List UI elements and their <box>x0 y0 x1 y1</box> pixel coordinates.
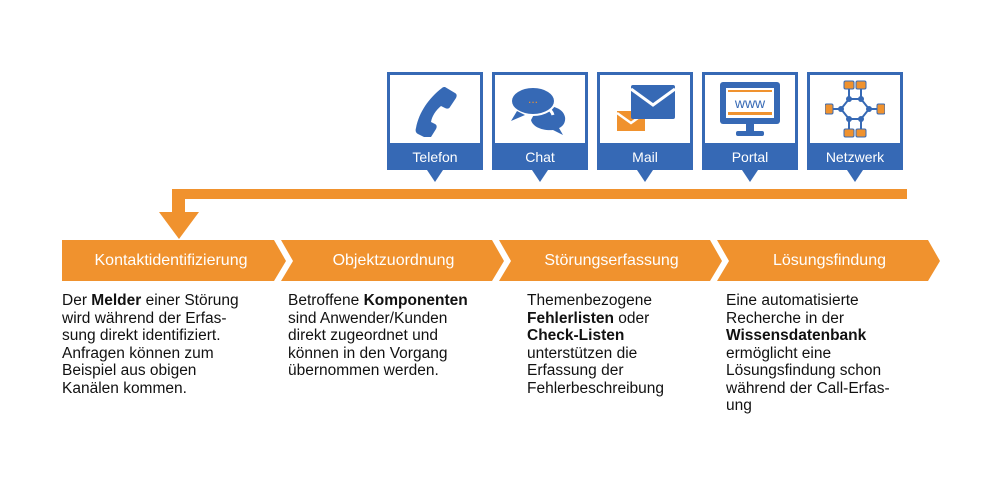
description-line: ung <box>726 397 946 415</box>
description-line: direkt zugeordnet und <box>288 327 513 345</box>
bold-term: Melder <box>91 292 142 309</box>
text-segment: ermöglicht eine <box>726 344 832 362</box>
text-segment: Betroffene <box>288 292 364 309</box>
step-label-objektzuordnung: Objektzuordnung <box>332 252 455 269</box>
description-line: übernommen werden. <box>288 362 513 380</box>
text-segment: sung direkt identifiziert. <box>62 327 221 344</box>
text-segment: können in den Vorgang <box>288 344 448 362</box>
channel-label: Mail <box>632 149 658 165</box>
text-segment: Recherche in der <box>726 309 845 327</box>
text-segment: einer Störung <box>141 292 239 309</box>
step-chevron-3 <box>499 240 722 281</box>
description-line: Kanälen kommen. <box>62 380 287 398</box>
channel-portal: www Portal <box>702 72 798 182</box>
envelope-icon <box>616 85 676 131</box>
text-segment: wird während der Erfas- <box>62 309 227 327</box>
svg-text:www: www <box>734 95 766 111</box>
pointer-icon <box>427 170 443 182</box>
channel-mail: Mail <box>597 72 693 182</box>
description-line: Erfassung der <box>527 362 727 380</box>
text-segment: Erfassung der <box>527 362 624 379</box>
step-chevron-4 <box>717 240 940 281</box>
text-segment: während der Call-Erfas- <box>726 379 890 397</box>
step-chevron-2 <box>281 240 504 281</box>
text-segment: Fehlerbeschreibung <box>527 379 665 397</box>
description-line: ermöglicht eine <box>726 345 946 363</box>
description-line: Beispiel aus obigen <box>62 362 287 380</box>
text-segment: sind Anwender/Kunden <box>288 309 448 327</box>
description-line: während der Call-Erfas- <box>726 380 946 398</box>
description-line: Anfragen können zum <box>62 345 287 363</box>
step-label-stoerungserfassung: Störungserfassung <box>544 252 679 269</box>
arrow-down-icon <box>159 212 199 239</box>
description-line: Themenbezogene <box>527 292 727 310</box>
description-line: Recherche in der <box>726 310 946 328</box>
channel-label: Telefon <box>412 149 458 165</box>
pointer-icon <box>847 170 863 182</box>
description-line: Betroffene Komponenten <box>288 292 513 310</box>
process-chevrons <box>62 240 940 281</box>
description-line: unterstützen die <box>527 345 727 363</box>
connector-drop <box>172 189 185 214</box>
bold-term: Wissensdatenbank <box>726 327 867 344</box>
pointer-icon <box>742 170 758 182</box>
step-label-kontaktidentifizierung: Kontaktidentifizierung <box>94 252 248 269</box>
description-line: sind Anwender/Kunden <box>288 310 513 328</box>
bold-term: Komponenten <box>363 292 468 309</box>
description-line: Der Melder einer Störung <box>62 292 287 310</box>
text-segment: Eine automatisierte <box>726 292 859 309</box>
channel-chat: ... Chat <box>492 72 588 182</box>
description-line: wird während der Erfas- <box>62 310 287 328</box>
text-segment: Lösungsfindung schon <box>726 362 882 379</box>
text-segment: unterstützen die <box>527 344 638 362</box>
description-line: Lösungsfindung schon <box>726 362 946 380</box>
pointer-icon <box>637 170 653 182</box>
description-line: Wissensdatenbank <box>726 327 946 345</box>
text-segment: Anfragen können zum <box>62 344 214 362</box>
channel-telefon: Telefon <box>387 72 483 182</box>
description-line: können in den Vorgang <box>288 345 513 363</box>
pointer-icon <box>532 170 548 182</box>
description-line: Eine automatisierte <box>726 292 946 310</box>
network-icon <box>825 80 885 138</box>
channel-label: Portal <box>731 149 769 165</box>
channel-netzwerk: Netzwerk <box>807 72 903 182</box>
channel-connector-bar <box>172 189 907 199</box>
chat-bubbles-icon: ... <box>510 86 566 135</box>
description-line: Fehlerlisten oder <box>527 310 727 328</box>
description-line: Check-Listen <box>527 327 727 345</box>
text-segment: ung <box>726 397 752 414</box>
bold-term: Check-Listen <box>527 327 625 344</box>
step-label-loesungsfindung: Lösungsfindung <box>773 252 886 269</box>
text-segment: Themenbezogene <box>527 292 652 309</box>
text-segment: Beispiel aus obigen <box>62 362 197 379</box>
channel-label: Chat <box>525 149 555 165</box>
monitor-www-icon: www <box>720 82 780 136</box>
bold-term: Fehlerlisten <box>527 309 614 327</box>
step-chevron-1 <box>62 240 286 281</box>
phone-icon <box>415 87 457 137</box>
channel-label: Netzwerk <box>825 149 885 165</box>
description-line: Fehlerbeschreibung <box>527 380 727 398</box>
text-segment: direkt zugeordnet und <box>288 327 438 344</box>
description-line: sung direkt identifiziert. <box>62 327 287 345</box>
svg-text:...: ... <box>528 92 538 106</box>
text-segment: Der <box>62 292 92 309</box>
text-segment: oder <box>614 309 650 327</box>
text-segment: übernommen werden. <box>288 362 439 379</box>
text-segment: Kanälen kommen. <box>62 379 187 397</box>
